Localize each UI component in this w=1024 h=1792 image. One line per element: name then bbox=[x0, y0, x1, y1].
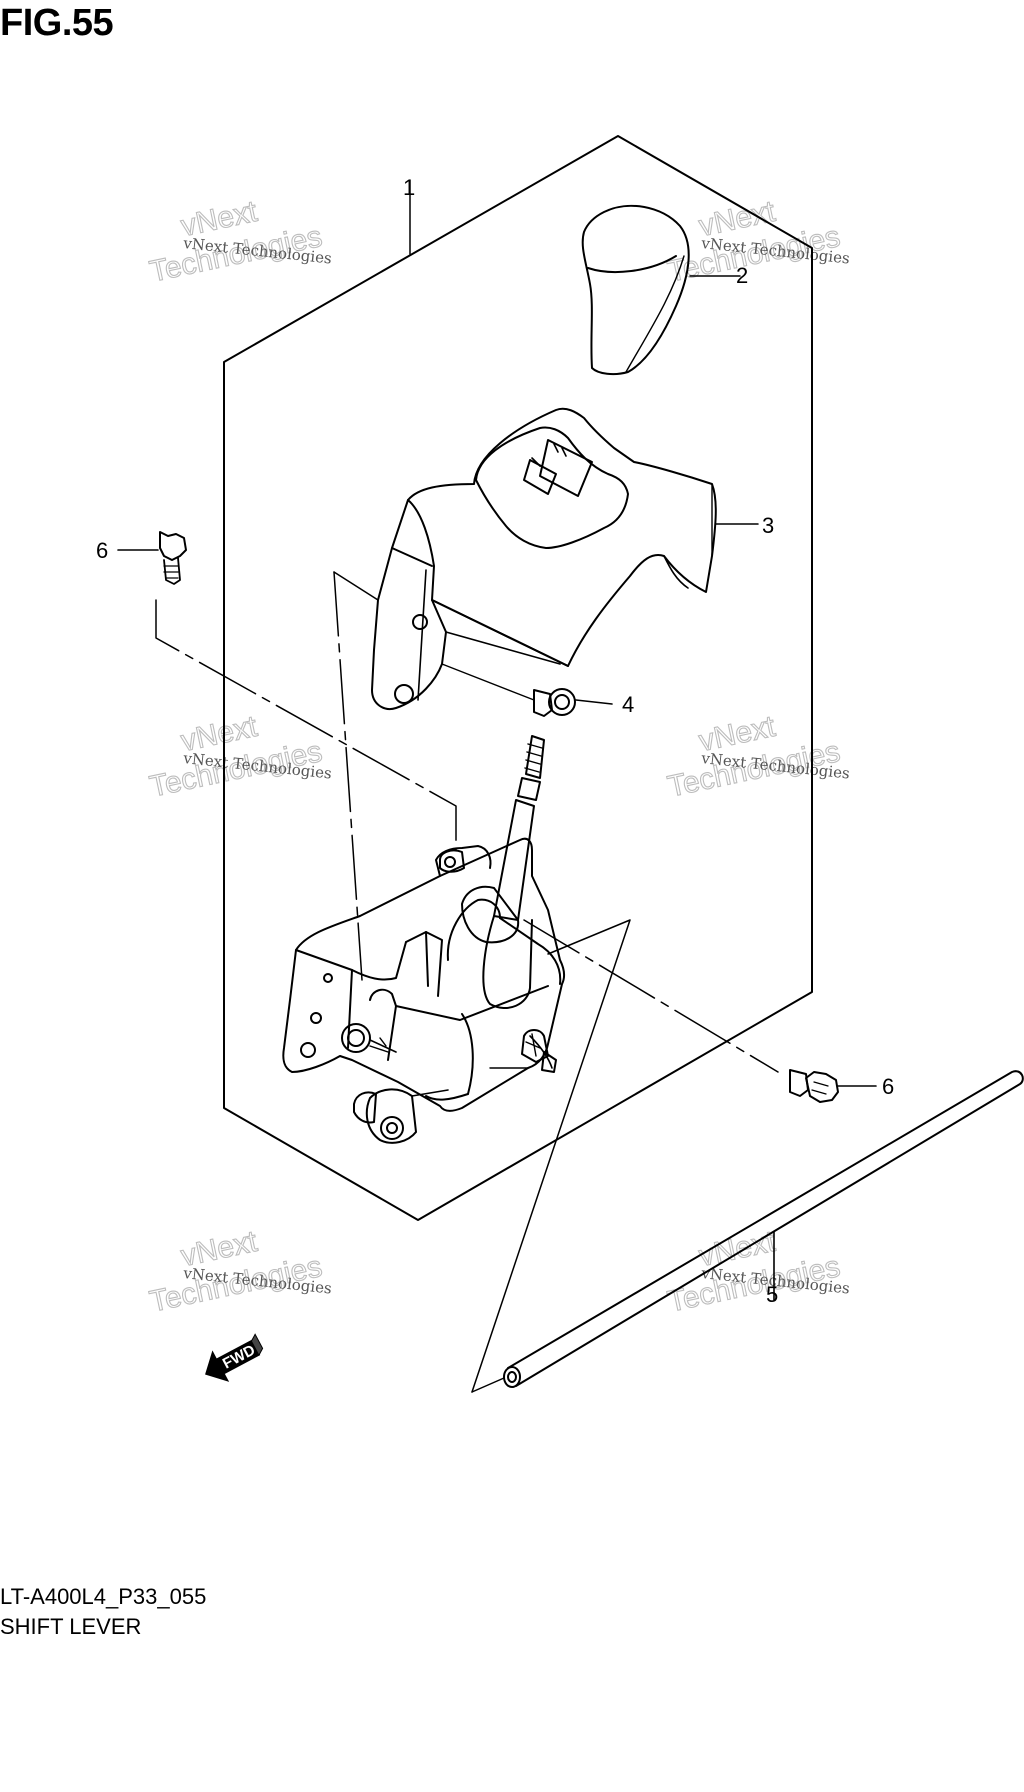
callout-4: 4 bbox=[622, 692, 634, 717]
callout-3: 3 bbox=[762, 513, 774, 538]
figure-name: SHIFT LEVER bbox=[0, 1614, 142, 1639]
fwd-arrow-icon: FWD bbox=[205, 1333, 264, 1382]
callout-6-right: 6 bbox=[882, 1074, 894, 1099]
assembly-boundary bbox=[223, 135, 813, 1221]
callout-1: 1 bbox=[403, 175, 415, 200]
fwd-label: FWD bbox=[220, 1341, 258, 1372]
figure-title: FIG.55 bbox=[0, 2, 114, 44]
watermark: vNext Technologies bbox=[664, 1224, 843, 1319]
callout-5: 5 bbox=[766, 1282, 778, 1307]
leader-lines bbox=[155, 179, 779, 1393]
watermark: vNext Technologies bbox=[664, 194, 843, 289]
bolt-4-part bbox=[441, 663, 613, 717]
shift-knob-part bbox=[581, 204, 690, 376]
callout-labels: 1 2 3 4 5 6 6 bbox=[96, 175, 894, 1307]
watermark: vNext Technologies bbox=[146, 1224, 325, 1319]
bolt-6-left-part bbox=[117, 531, 187, 585]
shift-cover-part bbox=[371, 407, 717, 710]
shift-rod-part bbox=[461, 735, 545, 1009]
rod-5-part bbox=[503, 1070, 1024, 1388]
watermark: vNext Technologies bbox=[146, 709, 325, 804]
watermark: vNext Technologies bbox=[146, 194, 325, 289]
callout-6-left: 6 bbox=[96, 538, 108, 563]
callout-2: 2 bbox=[736, 263, 748, 288]
shift-bracket-part bbox=[282, 837, 566, 1144]
figure-code: LT-A400L4_P33_055 bbox=[0, 1584, 207, 1609]
watermark-group: vNext Technologies vNext Technologies vN… bbox=[146, 194, 850, 1319]
watermark: vNext Technologies bbox=[664, 709, 843, 804]
bolt-6-right-part bbox=[789, 1069, 877, 1103]
